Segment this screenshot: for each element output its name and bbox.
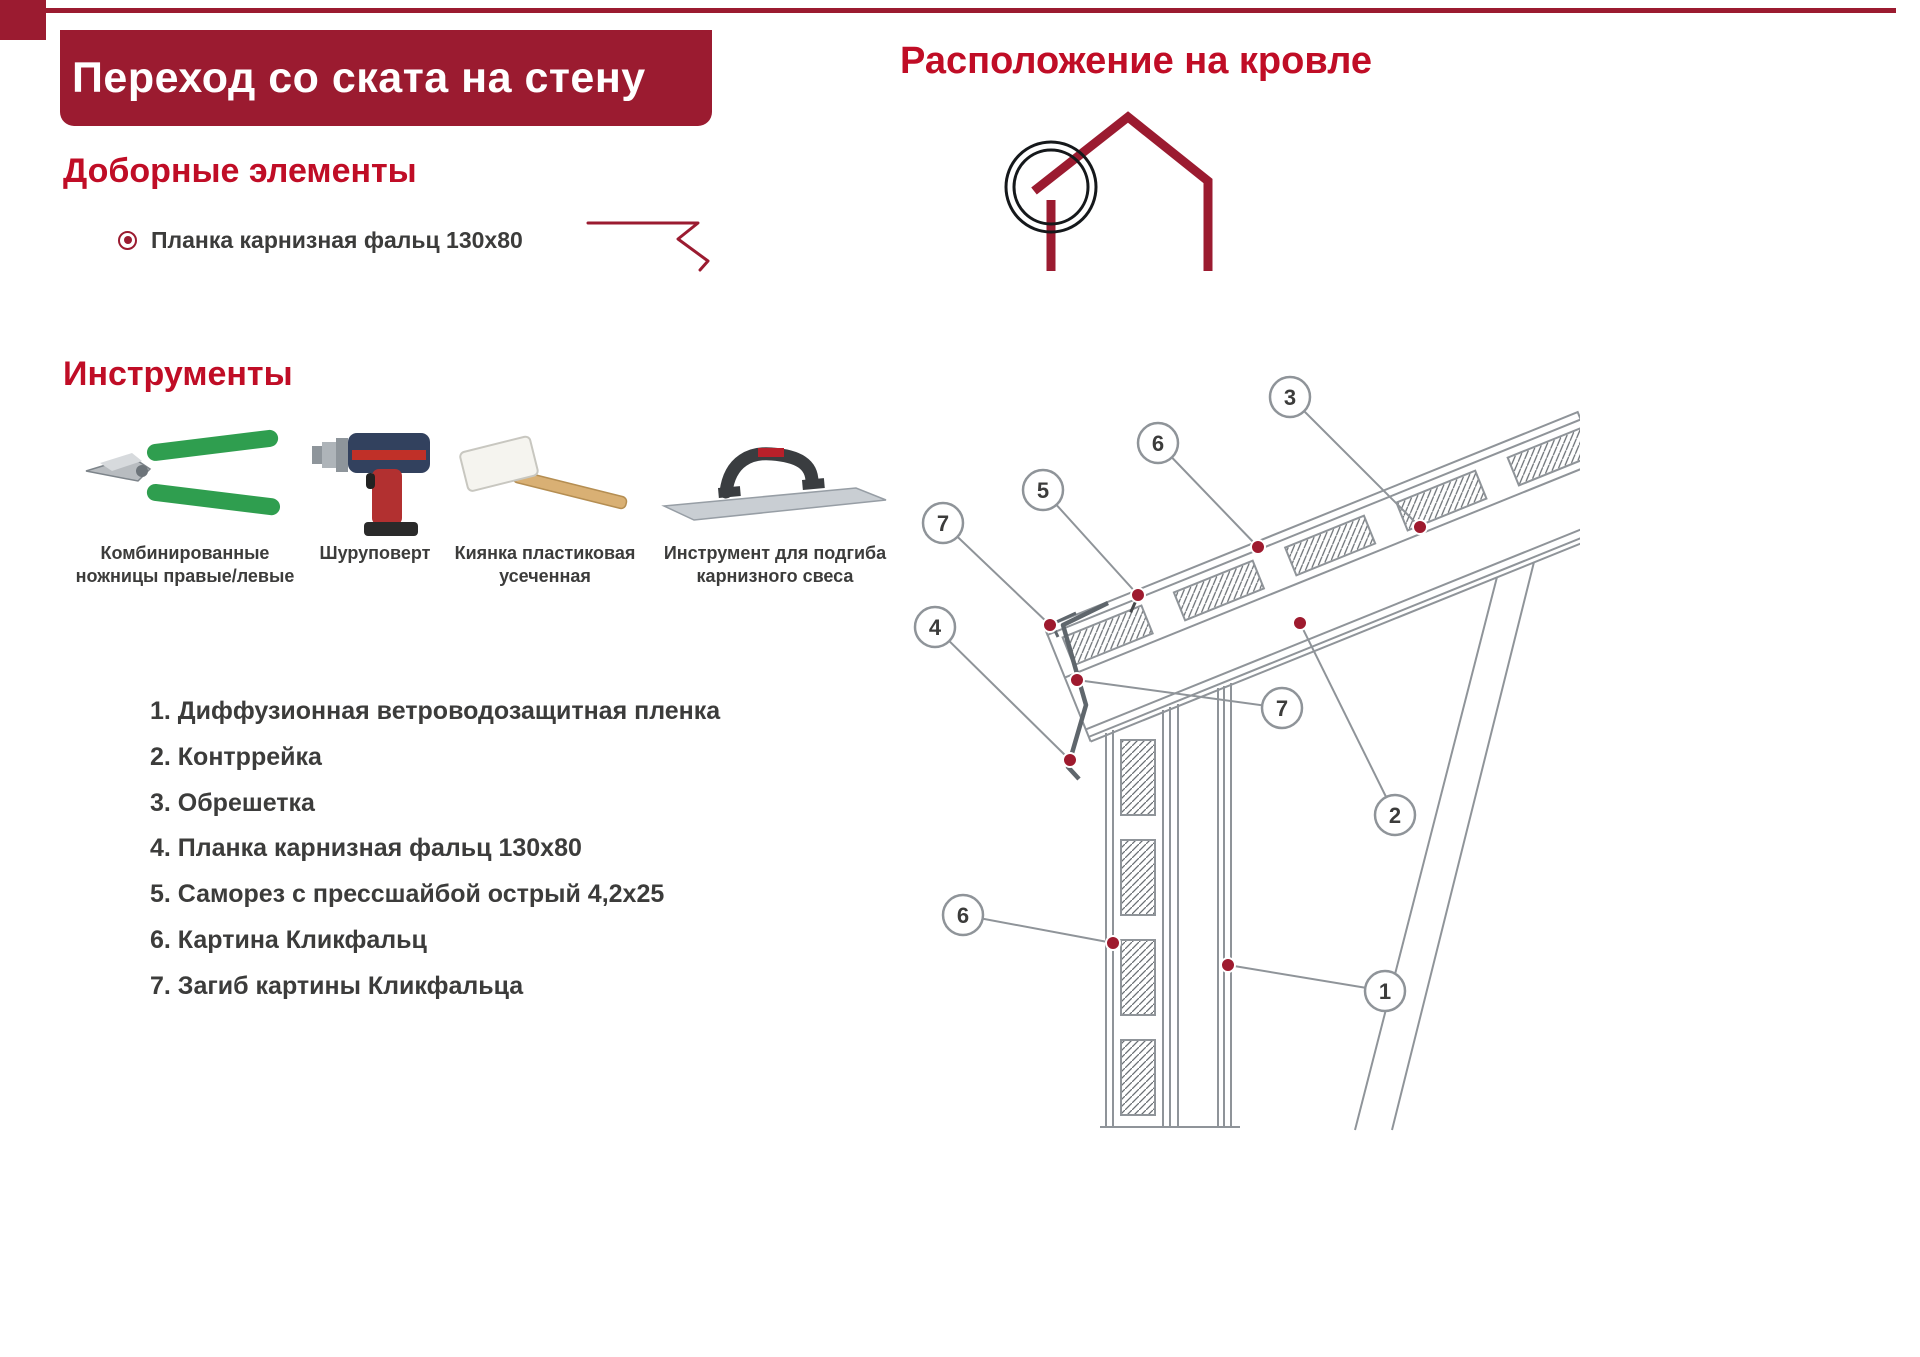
callout-circles: 3 6 5 7 4 7 2 <box>913 375 1417 1013</box>
tool-caption: Шуруповерт <box>319 543 431 563</box>
wall-counter-batten <box>1120 1039 1156 1116</box>
location-title: Расположение на кровле <box>900 40 1372 82</box>
title-banner: Переход со ската на стену <box>60 30 712 126</box>
tool-mallet: Киянка пластиковая усеченная <box>445 420 645 589</box>
callout-1: 1 <box>1363 969 1407 1013</box>
wall-counter-batten <box>1120 739 1156 816</box>
element-item: Планка карнизная фальц 130x80 <box>118 222 523 258</box>
counter-batten-bottom <box>1085 506 1580 731</box>
tool-caption: Комбинированные ножницы правые/левые <box>75 543 295 587</box>
house-roof-line <box>1031 111 1213 271</box>
legend-list: 1. Диффузионная ветроводозащитная пленка… <box>150 697 720 1017</box>
tool-caption: Инструмент для подгиба карнизного свеса <box>663 543 887 587</box>
marker-dot <box>1412 519 1428 535</box>
tool-drill: Шуруповерт <box>300 420 450 565</box>
callout-6-top: 6 <box>1136 421 1180 465</box>
callout-7-right: 7 <box>1260 686 1304 730</box>
marker-dot <box>1292 615 1308 631</box>
top-rule <box>0 8 1896 13</box>
svg-text:4: 4 <box>929 615 942 640</box>
inner-structure-line <box>1354 576 1498 1131</box>
callout-6-bottom: 6 <box>941 893 985 937</box>
membrane-line <box>1088 513 1580 738</box>
highlight-ring-inner <box>1012 148 1090 226</box>
snips-icon <box>85 429 281 515</box>
page-title: Переход со ската на стену <box>72 53 646 102</box>
membrane-line <box>1090 518 1580 743</box>
tools-heading: Инструменты <box>63 355 293 393</box>
klickfalz-panel <box>1043 410 1580 637</box>
callout-7-left: 7 <box>921 501 965 545</box>
svg-text:5: 5 <box>1037 478 1049 503</box>
marker-dot <box>1105 935 1121 951</box>
callout-2: 2 <box>1373 793 1417 837</box>
callout-5: 5 <box>1021 468 1065 512</box>
legend-item: 4. Планка карнизная фальц 130x80 <box>150 834 582 863</box>
counter-batten-top <box>1064 454 1580 679</box>
svg-text:2: 2 <box>1389 803 1401 828</box>
svg-text:7: 7 <box>937 511 949 536</box>
leader-lines <box>934 396 1421 992</box>
svg-text:7: 7 <box>1276 696 1288 721</box>
marker-dot <box>1062 752 1078 768</box>
legend-item: 1. Диффузионная ветроводозащитная пленка <box>150 697 721 725</box>
marker-dot <box>1250 539 1266 555</box>
tool-caption: Киянка пластиковая усеченная <box>454 543 636 587</box>
marker-dot <box>1069 672 1085 688</box>
element-label: Планка карнизная фальц 130x80 <box>151 226 523 253</box>
legend-item: 7. Загиб картины Кликфальца <box>150 971 524 1000</box>
roof-section-diagram: 3 6 5 7 4 7 2 <box>913 375 1580 1131</box>
svg-text:6: 6 <box>1152 431 1164 456</box>
marker-dot <box>1130 587 1146 603</box>
legend-item: 5. Саморез с прессшайбой острый 4,2x25 <box>150 880 665 908</box>
flashing-profile <box>1060 600 1109 781</box>
batten <box>1395 469 1488 532</box>
marker-dot <box>1042 617 1058 633</box>
legend-item: 6. Картина Кликфальц <box>150 925 427 954</box>
tool-snips: Комбинированные ножницы правые/левые <box>70 420 300 589</box>
tool-hem-bender: Инструмент для подгиба карнизного свеса <box>650 420 900 589</box>
corner-accent-square <box>0 0 46 40</box>
legend-item: 2. Контррейка <box>150 742 322 771</box>
batten <box>1283 514 1377 577</box>
marker-dot <box>1220 957 1236 973</box>
batten <box>1172 559 1266 622</box>
wall-layers <box>1100 561 1535 1131</box>
svg-text:6: 6 <box>957 903 969 928</box>
legend-item: 3. Обрешетка <box>150 788 315 817</box>
marker-dots <box>1042 519 1428 973</box>
inner-structure-line <box>1391 561 1535 1131</box>
mallet-icon <box>458 435 627 510</box>
bullet-icon <box>118 230 137 250</box>
wall-counter-batten <box>1120 839 1156 916</box>
wall-counter-batten <box>1120 939 1156 1016</box>
roof-layers <box>1043 410 1580 743</box>
callout-3: 3 <box>1268 375 1312 419</box>
hem-bender-icon <box>661 446 887 521</box>
drill-icon <box>312 433 430 536</box>
roof-location-icon <box>1004 111 1213 271</box>
highlight-ring-outer <box>1004 140 1098 234</box>
callout-4: 4 <box>913 605 957 649</box>
eaves-flashing-profile-icon <box>586 221 710 272</box>
svg-text:3: 3 <box>1284 385 1296 410</box>
svg-text:1: 1 <box>1379 979 1391 1004</box>
batten <box>1061 604 1154 667</box>
elements-heading: Доборные элементы <box>63 152 417 190</box>
batten <box>1506 424 1580 487</box>
